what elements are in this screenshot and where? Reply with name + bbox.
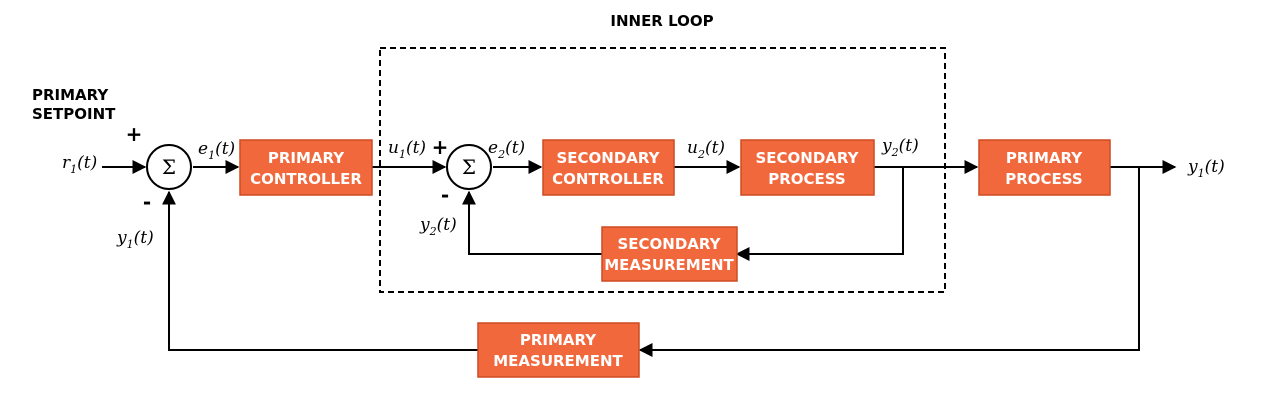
wire-outer-feedback-up	[162, 190, 478, 351]
signal-e2-label: e2(t)	[488, 138, 525, 161]
primary-controller-label-line2: CONTROLLER	[250, 170, 362, 188]
signal-y1-output-label: y1(t)	[1187, 157, 1225, 180]
sum2-circle	[446, 144, 492, 190]
primary-process-label-line2: PROCESS	[1005, 170, 1082, 188]
signal-e1-label: e1(t)	[198, 139, 235, 162]
setpoint-caption-line2: SETPOINT	[32, 105, 116, 123]
signal-u2-label: u2(t)	[687, 138, 725, 161]
sum1-plus-sign: +	[126, 122, 143, 146]
signal-y1-feedback-label: y1(t)	[116, 228, 154, 251]
secondary-process-block: SECONDARY PROCESS	[740, 139, 875, 196]
secondary-measurement-label-line1: SECONDARY	[617, 235, 721, 253]
secondary-process-label-line1: SECONDARY	[755, 149, 859, 167]
signal-r1-label: r1(t)	[62, 153, 97, 176]
secondary-controller-label-line2: CONTROLLER	[552, 170, 664, 188]
setpoint-caption-line1: PRIMARY	[32, 86, 109, 104]
primary-controller-label-line1: PRIMARY	[268, 149, 345, 167]
secondary-controller-block: SECONDARY CONTROLLER	[542, 139, 675, 196]
wire-outer-feedback-down	[638, 167, 1140, 357]
primary-process-label-line1: PRIMARY	[1006, 149, 1083, 167]
primary-measurement-block: PRIMARY MEASUREMENT	[477, 322, 640, 378]
sum2-sigma: Σ	[462, 155, 476, 179]
sum1-circle	[146, 144, 192, 190]
signal-u1-label: u1(t)	[388, 138, 426, 161]
sum2-plus-sign: +	[432, 135, 449, 159]
signal-wires	[102, 160, 1177, 357]
sum1-sigma: Σ	[162, 155, 176, 179]
primary-measurement-label-line2: MEASUREMENT	[493, 352, 623, 370]
summing-junction-secondary: Σ	[446, 144, 492, 190]
summing-junction-primary: Σ	[146, 144, 192, 190]
inner-loop-title: INNER LOOP	[610, 12, 713, 30]
signal-y2-feedback-label: y2(t)	[419, 215, 457, 238]
wire-inner-feedback-up	[462, 190, 602, 255]
inner-loop-boundary	[379, 47, 946, 293]
primary-controller-block: PRIMARY CONTROLLER	[239, 139, 373, 196]
secondary-measurement-label-line2: MEASUREMENT	[604, 256, 734, 274]
secondary-process-label-line2: PROCESS	[768, 170, 845, 188]
secondary-measurement-block: SECONDARY MEASUREMENT	[601, 226, 738, 282]
signal-y2-output-label: y2(t)	[881, 136, 919, 159]
secondary-controller-label-line1: SECONDARY	[556, 149, 660, 167]
primary-measurement-label-line1: PRIMARY	[520, 331, 597, 349]
primary-process-block: PRIMARY PROCESS	[978, 139, 1111, 196]
sum1-minus-sign: -	[143, 190, 151, 214]
sum2-minus-sign: -	[441, 183, 449, 207]
wire-inner-feedback-down	[735, 167, 904, 261]
